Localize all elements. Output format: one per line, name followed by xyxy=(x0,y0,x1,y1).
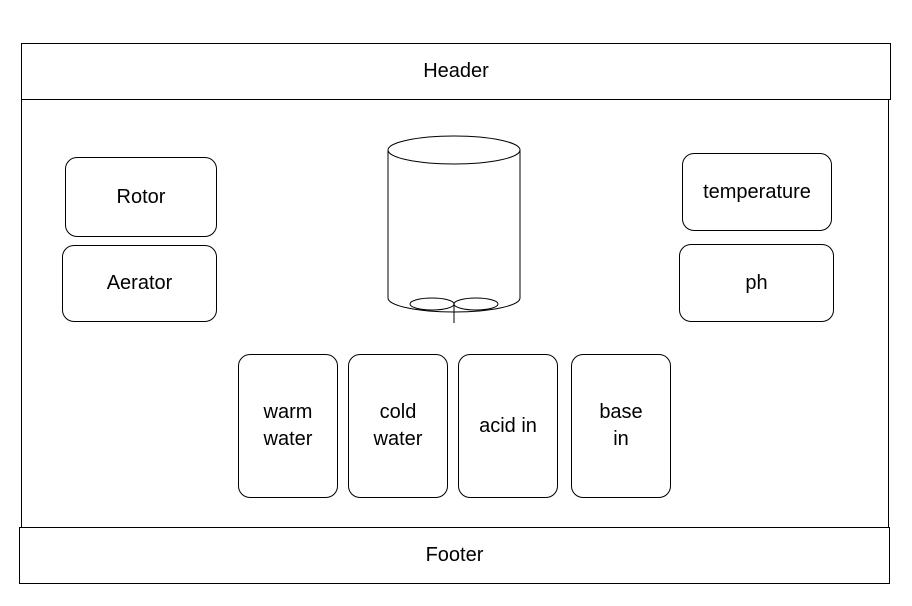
temperature-button[interactable]: temperature xyxy=(682,153,832,231)
acid-in-button[interactable]: acid in xyxy=(458,354,558,498)
warm-water-button[interactable]: warm water xyxy=(238,354,338,498)
ph-label: ph xyxy=(745,271,768,294)
acid-in-label: acid in xyxy=(479,414,537,437)
header-label: Header xyxy=(423,60,489,82)
rotor-label: Rotor xyxy=(116,185,166,208)
aerator-button[interactable]: Aerator xyxy=(62,245,217,322)
ph-button[interactable]: ph xyxy=(679,244,834,322)
aerator-label: Aerator xyxy=(106,272,173,294)
warm-water-label-line1: warm xyxy=(263,401,313,423)
cold-water-label-line2: water xyxy=(373,428,423,450)
rotor-button[interactable]: Rotor xyxy=(65,157,217,237)
base-in-button[interactable]: base in xyxy=(571,354,671,498)
footer-label: Footer xyxy=(425,544,484,566)
base-in-label-line1: base xyxy=(599,401,643,423)
base-in-label-line2: in xyxy=(613,428,629,450)
impeller-left-blade xyxy=(409,297,455,311)
header-bar: Header xyxy=(21,43,891,100)
cold-water-label-line1: cold xyxy=(379,401,417,423)
impeller-right-blade xyxy=(453,297,499,311)
warm-water-label-line2: water xyxy=(263,428,313,450)
footer-bar: Footer xyxy=(19,527,890,584)
cold-water-button[interactable]: cold water xyxy=(348,354,448,498)
temperature-label: temperature xyxy=(703,180,811,203)
bioreactor-tank-icon xyxy=(387,135,521,323)
